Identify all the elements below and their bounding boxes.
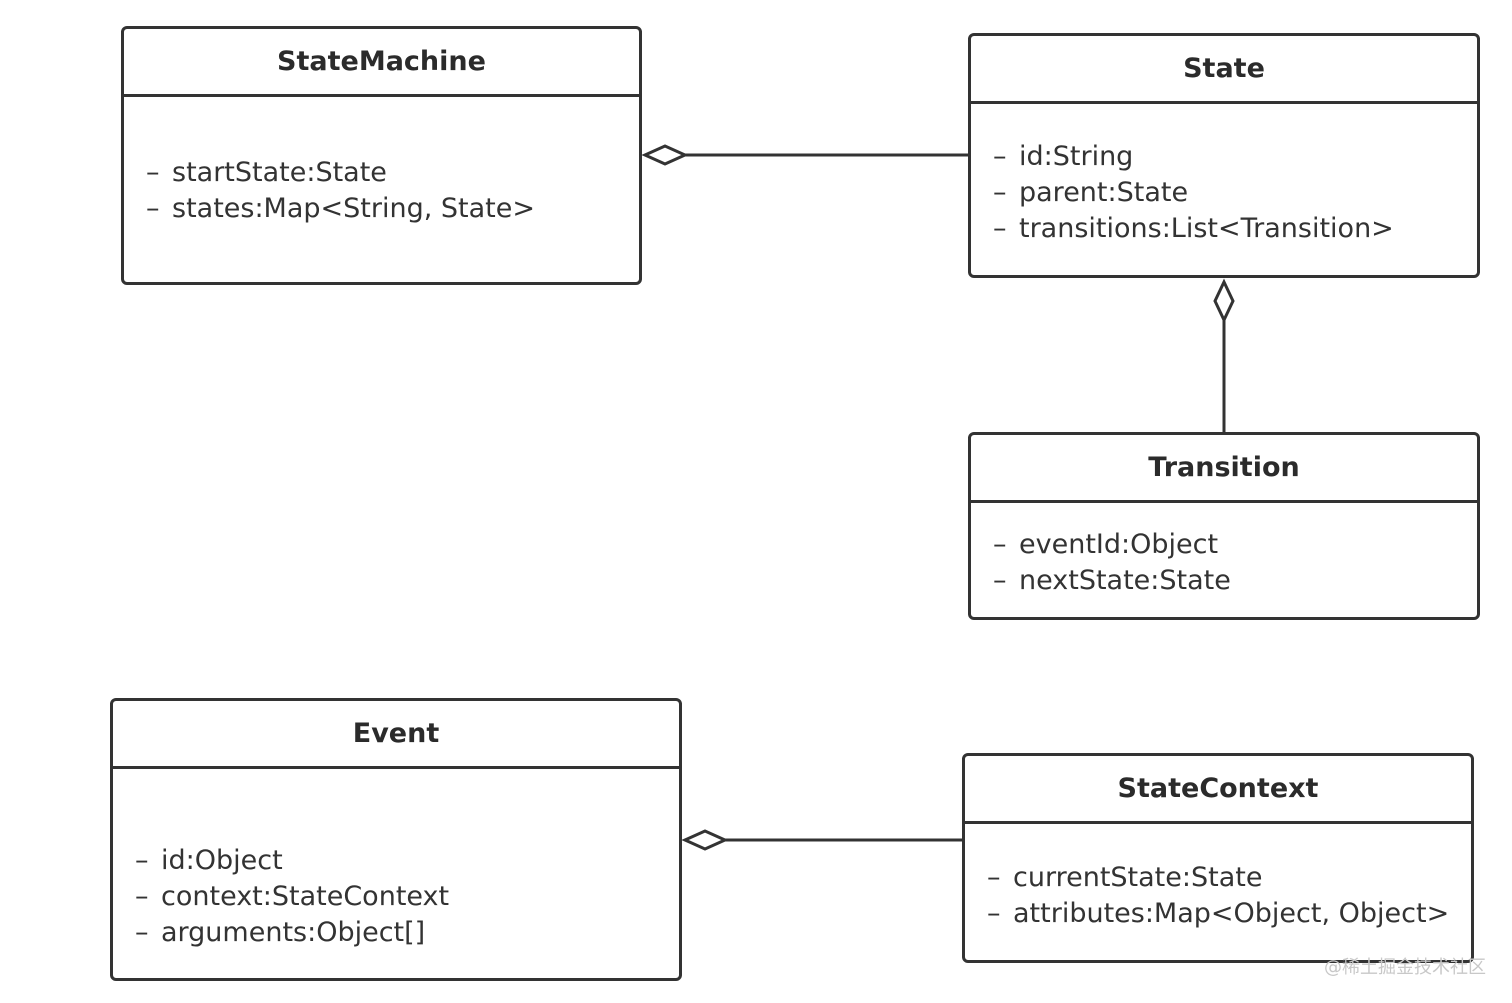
- class-attributes: –id:String –parent:State –transitions:Li…: [971, 104, 1477, 247]
- class-statecontext[interactable]: StateContext –currentState:State –attrib…: [962, 753, 1474, 963]
- attribute-prefix: –: [993, 565, 1007, 596]
- attribute-text: startState:State: [172, 157, 387, 188]
- attribute-text: parent:State: [1019, 177, 1189, 208]
- attribute-row: –nextState:State: [993, 563, 1477, 599]
- aggregation-diamond-icon: [1213, 278, 1235, 324]
- attribute-prefix: –: [987, 898, 1001, 929]
- attribute-prefix: –: [146, 193, 160, 224]
- class-attributes: –id:Object –context:StateContext –argume…: [113, 769, 679, 951]
- class-title: Event: [113, 701, 679, 769]
- attribute-text: id:String: [1019, 141, 1134, 172]
- class-attributes: –startState:State –states:Map<String, St…: [124, 97, 639, 227]
- class-title: State: [971, 36, 1477, 104]
- attribute-row: –currentState:State: [987, 860, 1471, 896]
- attribute-text: currentState:State: [1013, 862, 1263, 893]
- attribute-row: –arguments:Object[]: [135, 915, 679, 951]
- class-title: StateMachine: [124, 29, 639, 97]
- class-title: StateContext: [965, 756, 1471, 824]
- class-attributes: –currentState:State –attributes:Map<Obje…: [965, 824, 1471, 932]
- attribute-prefix: –: [993, 529, 1007, 560]
- attribute-row: –eventId:Object: [993, 527, 1477, 563]
- aggregation-diamond-icon: [681, 829, 729, 851]
- aggregation-state-transition: [1213, 278, 1235, 432]
- attribute-text: transitions:List<Transition>: [1019, 213, 1394, 244]
- class-title: Transition: [971, 435, 1477, 503]
- attribute-row: –id:String: [993, 139, 1477, 175]
- attribute-text: context:StateContext: [161, 881, 450, 912]
- class-transition[interactable]: Transition –eventId:Object –nextState:St…: [968, 432, 1480, 620]
- aggregation-event-statecontext: [681, 829, 962, 851]
- class-statemachine[interactable]: StateMachine –startState:State –states:M…: [121, 26, 642, 285]
- attribute-row: –attributes:Map<Object, Object>: [987, 896, 1471, 932]
- attribute-row: –startState:State: [146, 155, 639, 191]
- aggregation-statemachine-state: [641, 144, 968, 166]
- attribute-prefix: –: [993, 177, 1007, 208]
- attribute-text: states:Map<String, State>: [172, 193, 535, 224]
- attribute-text: attributes:Map<Object, Object>: [1013, 898, 1450, 929]
- attribute-text: arguments:Object[]: [161, 917, 426, 948]
- attribute-prefix: –: [993, 213, 1007, 244]
- attribute-row: –context:StateContext: [135, 879, 679, 915]
- class-state[interactable]: State –id:String –parent:State –transiti…: [968, 33, 1480, 278]
- aggregation-diamond-icon: [641, 144, 689, 166]
- attribute-prefix: –: [146, 157, 160, 188]
- class-attributes: –eventId:Object –nextState:State: [971, 503, 1477, 599]
- attribute-prefix: –: [135, 845, 149, 876]
- attribute-prefix: –: [987, 862, 1001, 893]
- class-event[interactable]: Event –id:Object –context:StateContext –…: [110, 698, 682, 981]
- attribute-text: eventId:Object: [1019, 529, 1219, 560]
- attribute-row: –parent:State: [993, 175, 1477, 211]
- attribute-text: id:Object: [161, 845, 283, 876]
- attribute-row: –transitions:List<Transition>: [993, 211, 1477, 247]
- attribute-row: –id:Object: [135, 843, 679, 879]
- attribute-prefix: –: [135, 917, 149, 948]
- attribute-prefix: –: [993, 141, 1007, 172]
- attribute-row: –states:Map<String, State>: [146, 191, 639, 227]
- watermark: @稀土掘金技术社区: [1324, 957, 1486, 978]
- attribute-prefix: –: [135, 881, 149, 912]
- attribute-text: nextState:State: [1019, 565, 1231, 596]
